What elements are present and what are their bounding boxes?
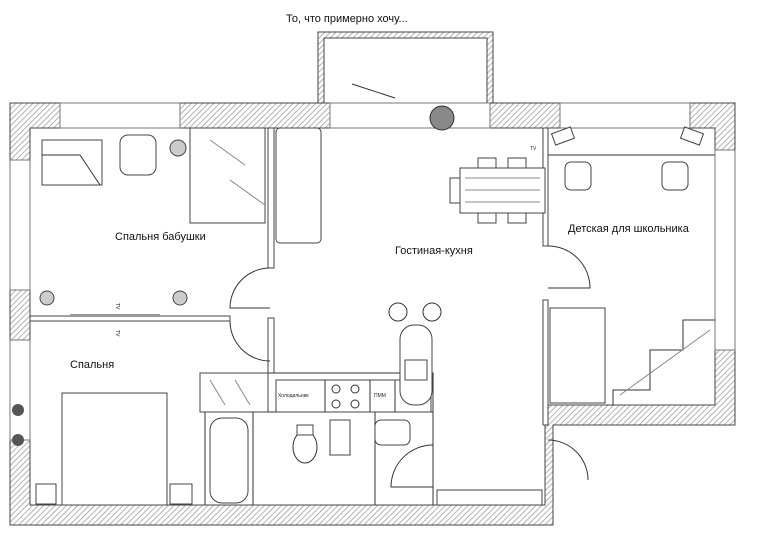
- balcony: [317, 31, 494, 105]
- dishwasher-label: ПММ: [374, 393, 386, 399]
- tv-label-bottom: TV: [114, 330, 120, 337]
- tv-label: TV: [530, 146, 537, 152]
- bedroom-furniture: [12, 372, 269, 506]
- kids-furniture: [548, 126, 715, 405]
- kitchen: Холодильник ПММ TV: [275, 105, 546, 506]
- grandma-furniture: TV TV: [39, 127, 322, 337]
- fridge-label: Холодильник: [278, 393, 309, 399]
- room-label-bedroom: Спальня: [70, 359, 114, 371]
- room-label-grandma-bedroom: Спальня бабушки: [115, 231, 206, 243]
- bathroom: [209, 417, 411, 504]
- room-label-kids-room: Детская для школьника: [568, 223, 690, 235]
- plan-title: То, что примерно хочу...: [286, 13, 408, 25]
- doors: [229, 245, 591, 488]
- room-label-living-kitchen: Гостиная-кухня: [395, 245, 473, 257]
- tv-label-top: TV: [114, 303, 120, 310]
